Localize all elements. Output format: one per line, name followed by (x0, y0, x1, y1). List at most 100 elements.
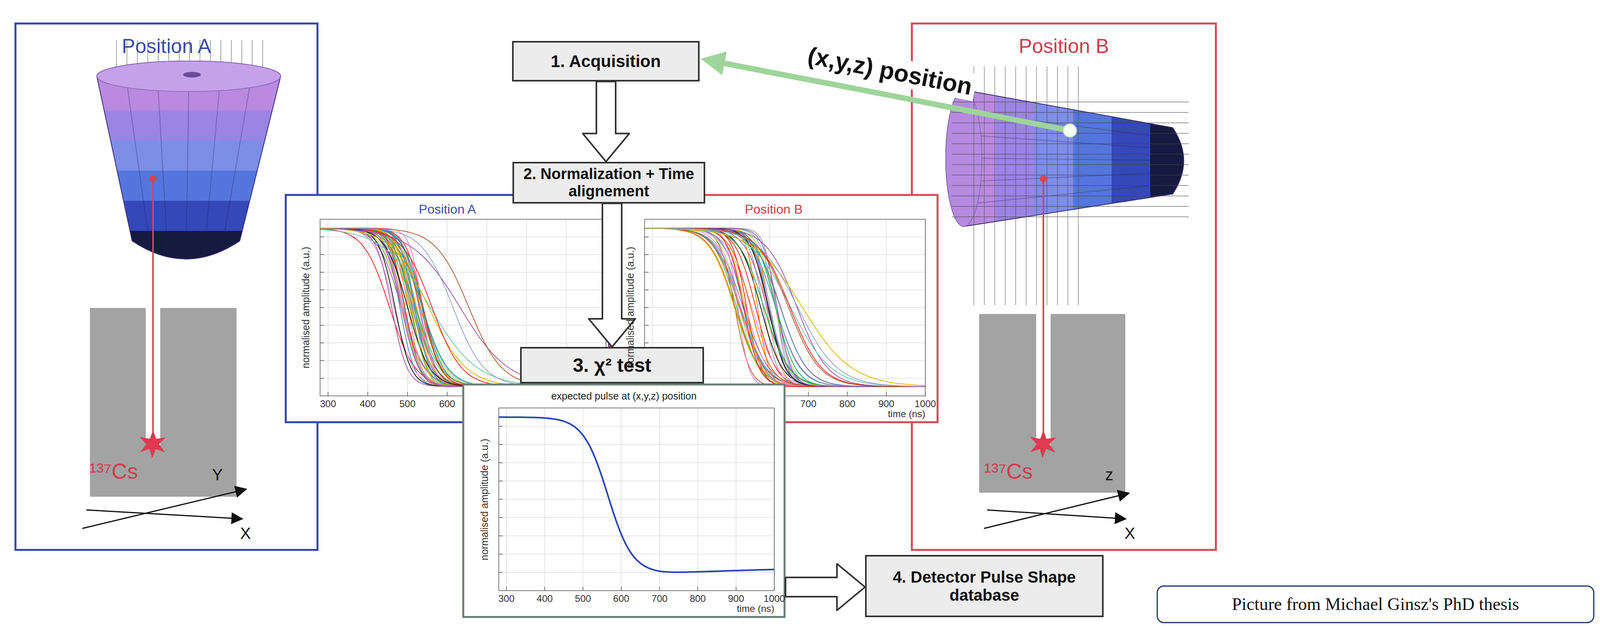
tick-mark (735, 586, 737, 591)
waveform (498, 417, 775, 573)
panel-title: Position B (610, 202, 937, 217)
grid-line (320, 324, 607, 326)
process-box: 2. Normalization + Time alignement (512, 161, 706, 204)
grid-line (498, 499, 775, 500)
block-arrow (785, 563, 866, 611)
tick-label: 700 (651, 593, 668, 605)
tick-mark (498, 572, 503, 574)
collimator-slit (145, 308, 161, 449)
tick-mark (320, 342, 325, 344)
grid-lines (951, 66, 1189, 306)
axis-label: Y (212, 465, 223, 484)
position-panel: Position B (910, 22, 1217, 552)
tick-mark (644, 271, 649, 273)
tick-mark (320, 377, 325, 379)
tick-mark (644, 342, 649, 344)
tick-label: 300 (320, 398, 337, 410)
process-box: 1. Acquisition (512, 40, 700, 82)
tick-mark (644, 254, 649, 256)
grid-line (498, 426, 775, 427)
tick-label: 800 (689, 593, 706, 605)
plot-panel: expected pulse at (x,y,z) positionnormal… (462, 383, 786, 619)
box-label: 1. Acquisition (551, 51, 662, 71)
tick-mark (320, 360, 325, 362)
tick-mark (320, 289, 325, 291)
tick-mark (620, 586, 622, 591)
gamma-ray (1042, 178, 1045, 444)
position-panel: Position A (14, 22, 319, 552)
box-label: 4. Detector Pulse Shape database (873, 568, 1096, 605)
grid-line (498, 572, 775, 574)
source-burst (139, 430, 166, 459)
grid-line (644, 271, 926, 273)
tick-mark (320, 307, 325, 309)
interaction-point (149, 175, 157, 183)
grid-line (644, 307, 926, 309)
axis-title: time (ns) (736, 603, 775, 615)
tick-mark (885, 391, 887, 396)
detector-top (96, 61, 281, 92)
collimator-slit (1036, 314, 1051, 446)
block-arrow (588, 203, 636, 348)
tick-mark (644, 289, 649, 291)
source-label: ¹³⁷Cs (983, 458, 1033, 484)
tick-label: 900 (878, 398, 895, 410)
grid-line (320, 289, 607, 291)
tick-mark (407, 391, 409, 396)
source-burst (1030, 430, 1057, 459)
axis-z (983, 493, 1128, 529)
tick-mark (582, 586, 584, 591)
panel-title: Position B (912, 34, 1215, 58)
position-dot (1063, 124, 1077, 137)
tick-mark (320, 271, 325, 273)
tick-mark (697, 586, 699, 591)
box-label: 2. Normalization + Time alignement (520, 165, 698, 200)
grid-line (498, 517, 775, 519)
waveform-group (498, 417, 775, 573)
grid-line (320, 254, 607, 256)
grid-line (320, 271, 607, 273)
position-pointer (910, 99, 1070, 131)
axis-title: normalised amplitude (a.u.) (624, 246, 637, 369)
axis-title: time (ns) (887, 408, 926, 420)
tick-mark (498, 517, 503, 519)
detector-crystal (945, 89, 1184, 227)
tick-mark (498, 444, 503, 445)
tick-mark (498, 426, 503, 427)
waveform-plot (464, 385, 784, 617)
grid-line (644, 289, 926, 291)
panel-title: Position A (286, 202, 609, 217)
tick-mark (659, 586, 660, 591)
tick-label: 700 (800, 398, 817, 410)
axis-label: X (240, 524, 252, 543)
process-box: 3. χ² test (520, 346, 705, 384)
axis-x (987, 510, 1125, 519)
tick-mark (498, 462, 503, 464)
grid-line (498, 535, 775, 537)
grid-line (498, 480, 775, 482)
tick-mark (320, 324, 325, 326)
tick-mark (320, 236, 325, 238)
collimator (979, 314, 1126, 493)
gamma-ray (152, 308, 154, 442)
tick-mark (644, 324, 649, 326)
grid-line (644, 236, 926, 238)
tick-label: 500 (399, 398, 416, 410)
interaction-point (1039, 175, 1047, 183)
tick-mark (367, 391, 369, 396)
tick-label: 500 (575, 593, 592, 605)
tick-label: 600 (438, 398, 456, 410)
edge-label: (x,y,z) position (802, 40, 978, 102)
tick-mark (846, 391, 848, 396)
tick-mark (498, 553, 503, 555)
flow-arrow (785, 563, 866, 611)
axis-title: normalised amplitude (a.u.) (478, 438, 491, 561)
tick-label: 400 (536, 593, 553, 605)
grid-line (644, 324, 926, 326)
tick-mark (498, 480, 503, 482)
tick-label: 300 (498, 593, 515, 605)
tick-mark (544, 586, 546, 591)
grid-line (320, 307, 607, 309)
tick-label: 800 (839, 398, 856, 410)
